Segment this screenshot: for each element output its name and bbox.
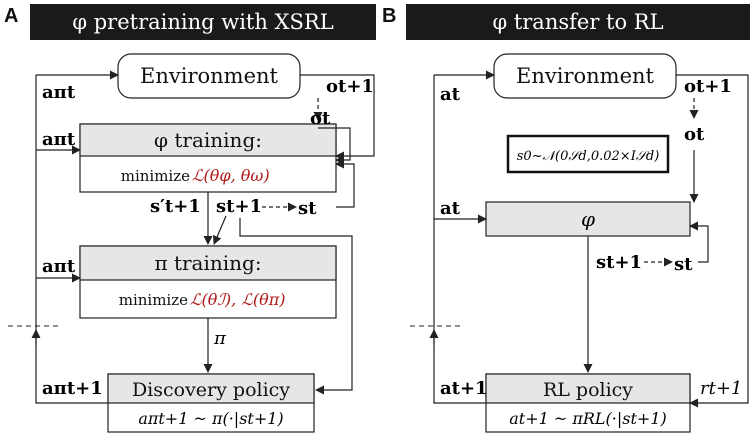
label-a-ot1: ot+1 <box>326 76 374 97</box>
environment-label-b: Environment <box>516 64 655 88</box>
panel-b-header <box>406 4 750 40</box>
label-b-at-1: at <box>440 84 461 105</box>
label-a-st: st <box>298 198 317 219</box>
environment-label-a: Environment <box>140 64 279 88</box>
edge-b-left-trunk <box>433 75 486 404</box>
label-a-apit-2: aπt <box>42 129 76 150</box>
label-b-st1: st+1 <box>596 252 642 273</box>
edge-b-st-loop <box>689 221 709 263</box>
discovery-policy-formula: aπt+1 ~ π(·|st+1) <box>138 409 283 428</box>
phi-training-title: φ training: <box>154 128 262 152</box>
label-a-apit-3: aπt <box>42 256 76 277</box>
panel-b-title: φ transfer to RL <box>492 10 663 34</box>
panel-a-header <box>30 4 376 40</box>
label-b-rt1: rt+1 <box>700 378 742 399</box>
label-a-apit-1: aπt <box>42 82 76 103</box>
rl-policy-formula: at+1 ~ πRL(·|st+1) <box>509 409 667 428</box>
edge-a-st1-to-pi <box>213 215 227 245</box>
init-state-formula: s0~𝒩(0𝒮d,0.02×I𝒮d) <box>517 149 660 164</box>
init-state-box <box>506 134 670 174</box>
label-b-ot: ot <box>684 124 705 145</box>
label-a-ot: ot <box>310 108 331 129</box>
edge-a-ot1 <box>300 74 375 161</box>
panel-a-letter: A <box>4 5 18 27</box>
edge-a-st1-to-discovery <box>239 218 353 395</box>
phi-minimize-prefix: minimize <box>121 167 190 185</box>
label-a-apit1: aπt+1 <box>42 378 103 399</box>
label-a-pi: π <box>213 328 227 349</box>
edge-a-st-loop <box>335 159 355 208</box>
label-b-at-2: at <box>440 198 461 219</box>
discovery-policy-header <box>107 373 315 404</box>
edge-a-left-trunk <box>35 75 108 404</box>
label-b-at1: at+1 <box>440 378 488 399</box>
discovery-policy-title: Discovery policy <box>132 379 290 401</box>
phi-box-b <box>485 201 691 237</box>
pi-training-title: π training: <box>154 251 261 275</box>
phi-minimize-expr: ℒ(θφ, θω) <box>192 166 270 185</box>
pi-minimize-prefix: minimize <box>119 291 188 309</box>
phi-box-label: φ <box>581 207 595 231</box>
edge-b-reward <box>676 74 749 408</box>
label-a-sprime: s′t+1 <box>150 196 201 217</box>
label-a-st1: st+1 <box>216 196 262 217</box>
label-b-st: st <box>674 254 693 275</box>
panel-a-title: φ pretraining with XSRL <box>72 10 333 34</box>
pi-minimize-expr: ℒ(θℐ), ℒ(θπ) <box>190 290 285 309</box>
rl-policy-header <box>485 373 691 404</box>
pi-training-header <box>79 245 337 281</box>
rl-policy-title: RL policy <box>543 379 633 401</box>
panel-b-letter: B <box>382 5 396 27</box>
phi-training-header <box>79 123 337 157</box>
label-b-ot1: ot+1 <box>684 76 732 97</box>
